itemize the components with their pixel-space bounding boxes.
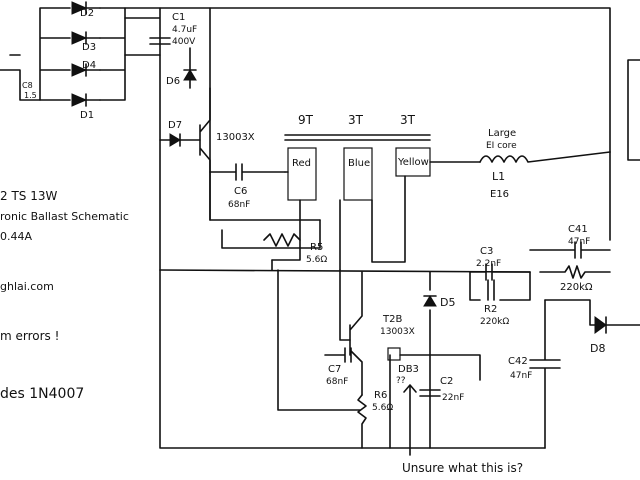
c6-capacitor bbox=[209, 163, 286, 181]
transformer-windings bbox=[221, 134, 481, 271]
c1-voltage: 400V bbox=[172, 37, 196, 47]
r5-label: R5 bbox=[310, 242, 323, 253]
note-errors: m errors ! bbox=[0, 329, 59, 343]
c41-value: 47nF bbox=[568, 237, 590, 247]
note-diodes: des 1N4007 bbox=[0, 386, 84, 402]
note-title-line3: 0.44A bbox=[0, 230, 32, 243]
c8-small-value: 1.5 bbox=[24, 91, 37, 100]
c2-label: C2 bbox=[440, 376, 453, 387]
t2-label: T2B bbox=[382, 314, 402, 325]
l1-type: E16 bbox=[490, 189, 509, 200]
r6-value: 5.6Ω bbox=[372, 403, 393, 413]
winding-blue: Blue bbox=[348, 158, 370, 169]
note-title-line2: ronic Ballast Schematic bbox=[0, 210, 129, 223]
note-unsure: Unsure what this is? bbox=[402, 461, 523, 475]
r2b-value: 220kΩ bbox=[560, 282, 593, 293]
c42-label: C42 bbox=[508, 356, 528, 367]
c2-value: 22nF bbox=[442, 393, 464, 403]
d5-diode bbox=[423, 295, 437, 307]
bridge-rectifier bbox=[0, 1, 126, 107]
c41-label: C41 bbox=[568, 224, 588, 235]
d8-label: D8 bbox=[590, 342, 605, 355]
d6-label: D6 bbox=[166, 76, 180, 87]
d3-label: D3 bbox=[82, 42, 96, 53]
winding-3t-a: 3T bbox=[348, 113, 364, 127]
d4-label: D4 bbox=[82, 60, 96, 71]
winding-3t-b: 3T bbox=[400, 113, 416, 127]
d7-label: D7 bbox=[168, 120, 182, 131]
c1-value: 4.7uF bbox=[172, 25, 197, 35]
t2-part: 13003X bbox=[380, 327, 415, 337]
r2-label: R2 bbox=[484, 304, 497, 315]
c1-capacitor bbox=[149, 37, 171, 45]
d6-diode bbox=[183, 69, 197, 81]
db3-question: ?? bbox=[396, 376, 406, 386]
annotation-arrow bbox=[403, 384, 417, 456]
winding-yellow: Yellow bbox=[397, 157, 429, 168]
l1-label: L1 bbox=[492, 170, 505, 183]
t1-transistor bbox=[199, 87, 211, 221]
r2-value: 220kΩ bbox=[480, 317, 509, 327]
c3-label: C3 bbox=[480, 246, 493, 257]
c6-value: 68nF bbox=[228, 200, 250, 210]
r5-resistor bbox=[263, 233, 301, 247]
c1-label: C1 bbox=[172, 12, 185, 23]
note-title-line1: 2 TS 13W bbox=[0, 189, 57, 203]
db3-diac bbox=[387, 347, 401, 361]
d7-diode bbox=[159, 133, 201, 147]
c3-value: 2.2nF bbox=[476, 259, 501, 269]
d8-diode bbox=[544, 299, 640, 334]
r2b-resistor bbox=[539, 265, 611, 279]
c42-capacitor bbox=[529, 299, 561, 449]
main-rails bbox=[124, 7, 611, 449]
db3-label: DB3 bbox=[398, 364, 419, 375]
c8-small-label: C8 bbox=[22, 81, 33, 90]
c41-capacitor bbox=[529, 241, 611, 259]
r5-value: 5.6Ω bbox=[306, 255, 327, 265]
c7-value: 68nF bbox=[326, 377, 348, 387]
c42-value: 47nF bbox=[510, 371, 532, 381]
d2-label: D2 bbox=[80, 8, 94, 19]
t1-part: 13003X bbox=[216, 132, 255, 143]
l1-desc2: EI core bbox=[486, 141, 517, 151]
c7-label: C7 bbox=[328, 364, 341, 375]
d1-label: D1 bbox=[80, 110, 94, 121]
winding-9t: 9T bbox=[298, 113, 314, 127]
c3-capacitor bbox=[469, 263, 531, 301]
c6-label: C6 bbox=[234, 186, 247, 197]
r6-label: R6 bbox=[374, 390, 387, 401]
l1-desc1: Large bbox=[488, 128, 516, 139]
lower-circuit bbox=[271, 259, 481, 449]
note-website: ghlai.com bbox=[0, 280, 54, 293]
lamp-terminal bbox=[627, 59, 640, 161]
l1-inductor bbox=[479, 151, 611, 241]
d5-label: D5 bbox=[440, 296, 455, 309]
winding-red: Red bbox=[292, 158, 311, 169]
